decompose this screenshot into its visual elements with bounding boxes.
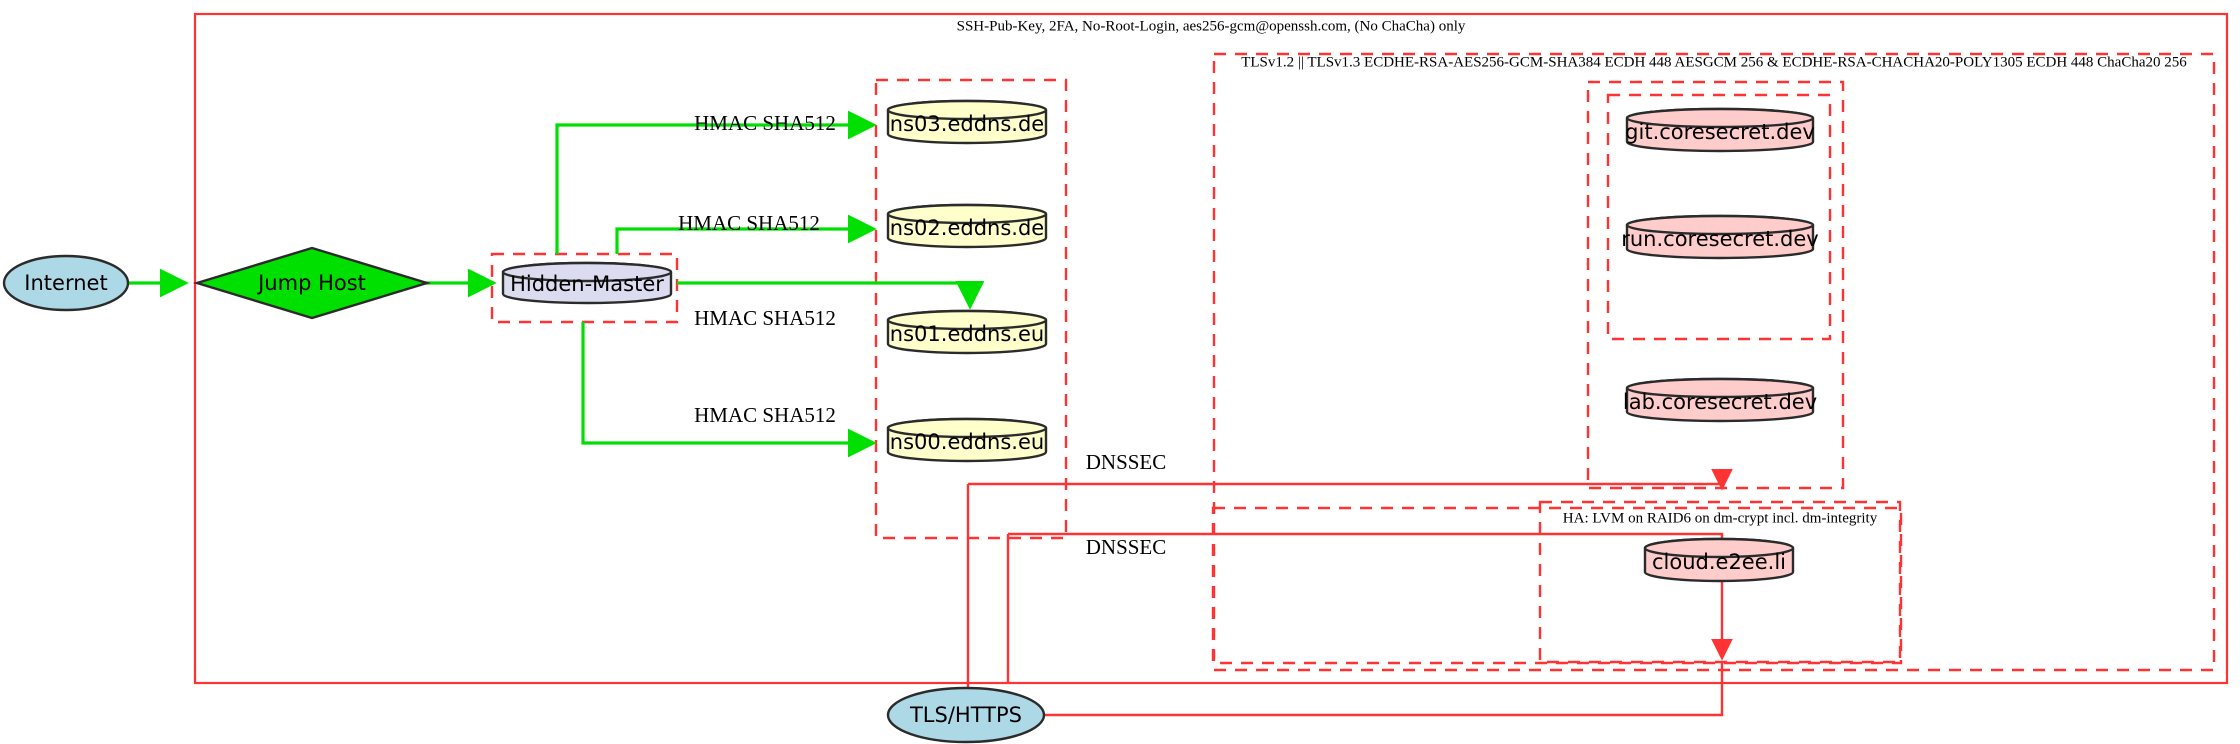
- node-jump-host-label: Jump Host: [256, 271, 366, 295]
- edge-dnssec-to-cloud: [1008, 532, 1733, 661]
- node-tls-https-label: TLS/HTTPS: [909, 703, 1022, 727]
- node-cloud-e2ee[interactable]: cloud.e2ee.li: [1643, 537, 1795, 583]
- cluster-dns-zone: [874, 78, 1068, 540]
- edge-tls-to-services: [1043, 662, 1724, 717]
- node-hidden-master-label: Hidden-Master: [510, 272, 664, 296]
- edge-label-dnssec-coresecret: DNSSEC: [1086, 450, 1167, 474]
- edge-label-master-ns00: HMAC SHA512: [694, 403, 836, 427]
- edge-label-master-ns03: HMAC SHA512: [694, 111, 836, 135]
- cluster-tls-policy: [1212, 52, 2216, 672]
- edge-master-to-ns01: [677, 281, 985, 310]
- cluster-ssh-policy-label: SSH-Pub-Key, 2FA, No-Root-Login, aes256-…: [957, 18, 1466, 34]
- node-ns03-label: ns03.eddns.de: [890, 112, 1044, 136]
- node-ns03[interactable]: ns03.eddns.de: [886, 99, 1048, 145]
- cluster-tls-policy-label: TLSv1.2 || TLSv1.3 ECDHE-RSA-AES256-GCM-…: [1241, 54, 2187, 70]
- edge-label-master-ns01: HMAC SHA512: [694, 306, 836, 330]
- node-run-coresecret[interactable]: run.coresecret.dev: [1621, 214, 1819, 260]
- edge-master-to-ns02: [615, 214, 877, 254]
- node-ns02-label: ns02.eddns.de: [890, 216, 1044, 240]
- node-hidden-master[interactable]: Hidden-Master: [501, 261, 673, 305]
- node-ns00[interactable]: ns00.eddns.eu: [886, 417, 1048, 463]
- node-ns01-label: ns01.eddns.eu: [890, 322, 1044, 346]
- node-lab-coresecret-label: lab.coresecret.dev: [1623, 390, 1817, 414]
- node-ns02[interactable]: ns02.eddns.de: [886, 203, 1048, 249]
- node-internet-label: Internet: [24, 271, 107, 295]
- cluster-coresecret-inner-zone: [1606, 93, 1832, 341]
- edge-label-dnssec-cloud: DNSSEC: [1086, 535, 1167, 559]
- cluster-ssh-policy: [193, 12, 2229, 685]
- cluster-ha-storage: [1538, 500, 1902, 664]
- edge-label-master-ns02: HMAC SHA512: [678, 211, 820, 235]
- node-ns00-label: ns00.eddns.eu: [890, 430, 1044, 454]
- node-git-coresecret[interactable]: git.coresecret.dev: [1625, 107, 1815, 153]
- node-git-coresecret-label: git.coresecret.dev: [1625, 120, 1815, 144]
- node-run-coresecret-label: run.coresecret.dev: [1621, 227, 1819, 251]
- edge-master-to-ns00: [581, 322, 877, 458]
- node-lab-coresecret[interactable]: lab.coresecret.dev: [1623, 377, 1817, 423]
- node-internet[interactable]: Internet: [2, 254, 130, 312]
- node-tls-https[interactable]: TLS/HTTPS: [886, 686, 1046, 744]
- node-jump-host[interactable]: Jump Host: [192, 246, 432, 320]
- cluster-cloud-zone: [1211, 506, 1903, 665]
- edge-dnssec-to-coresecret: [968, 469, 1733, 491]
- node-ns01[interactable]: ns01.eddns.eu: [886, 309, 1048, 355]
- cluster-ha-storage-label: HA: LVM on RAID6 on dm-crypt incl. dm-in…: [1563, 510, 1878, 526]
- node-cloud-e2ee-label: cloud.e2ee.li: [1652, 550, 1786, 574]
- edge-master-to-ns03: [555, 110, 877, 254]
